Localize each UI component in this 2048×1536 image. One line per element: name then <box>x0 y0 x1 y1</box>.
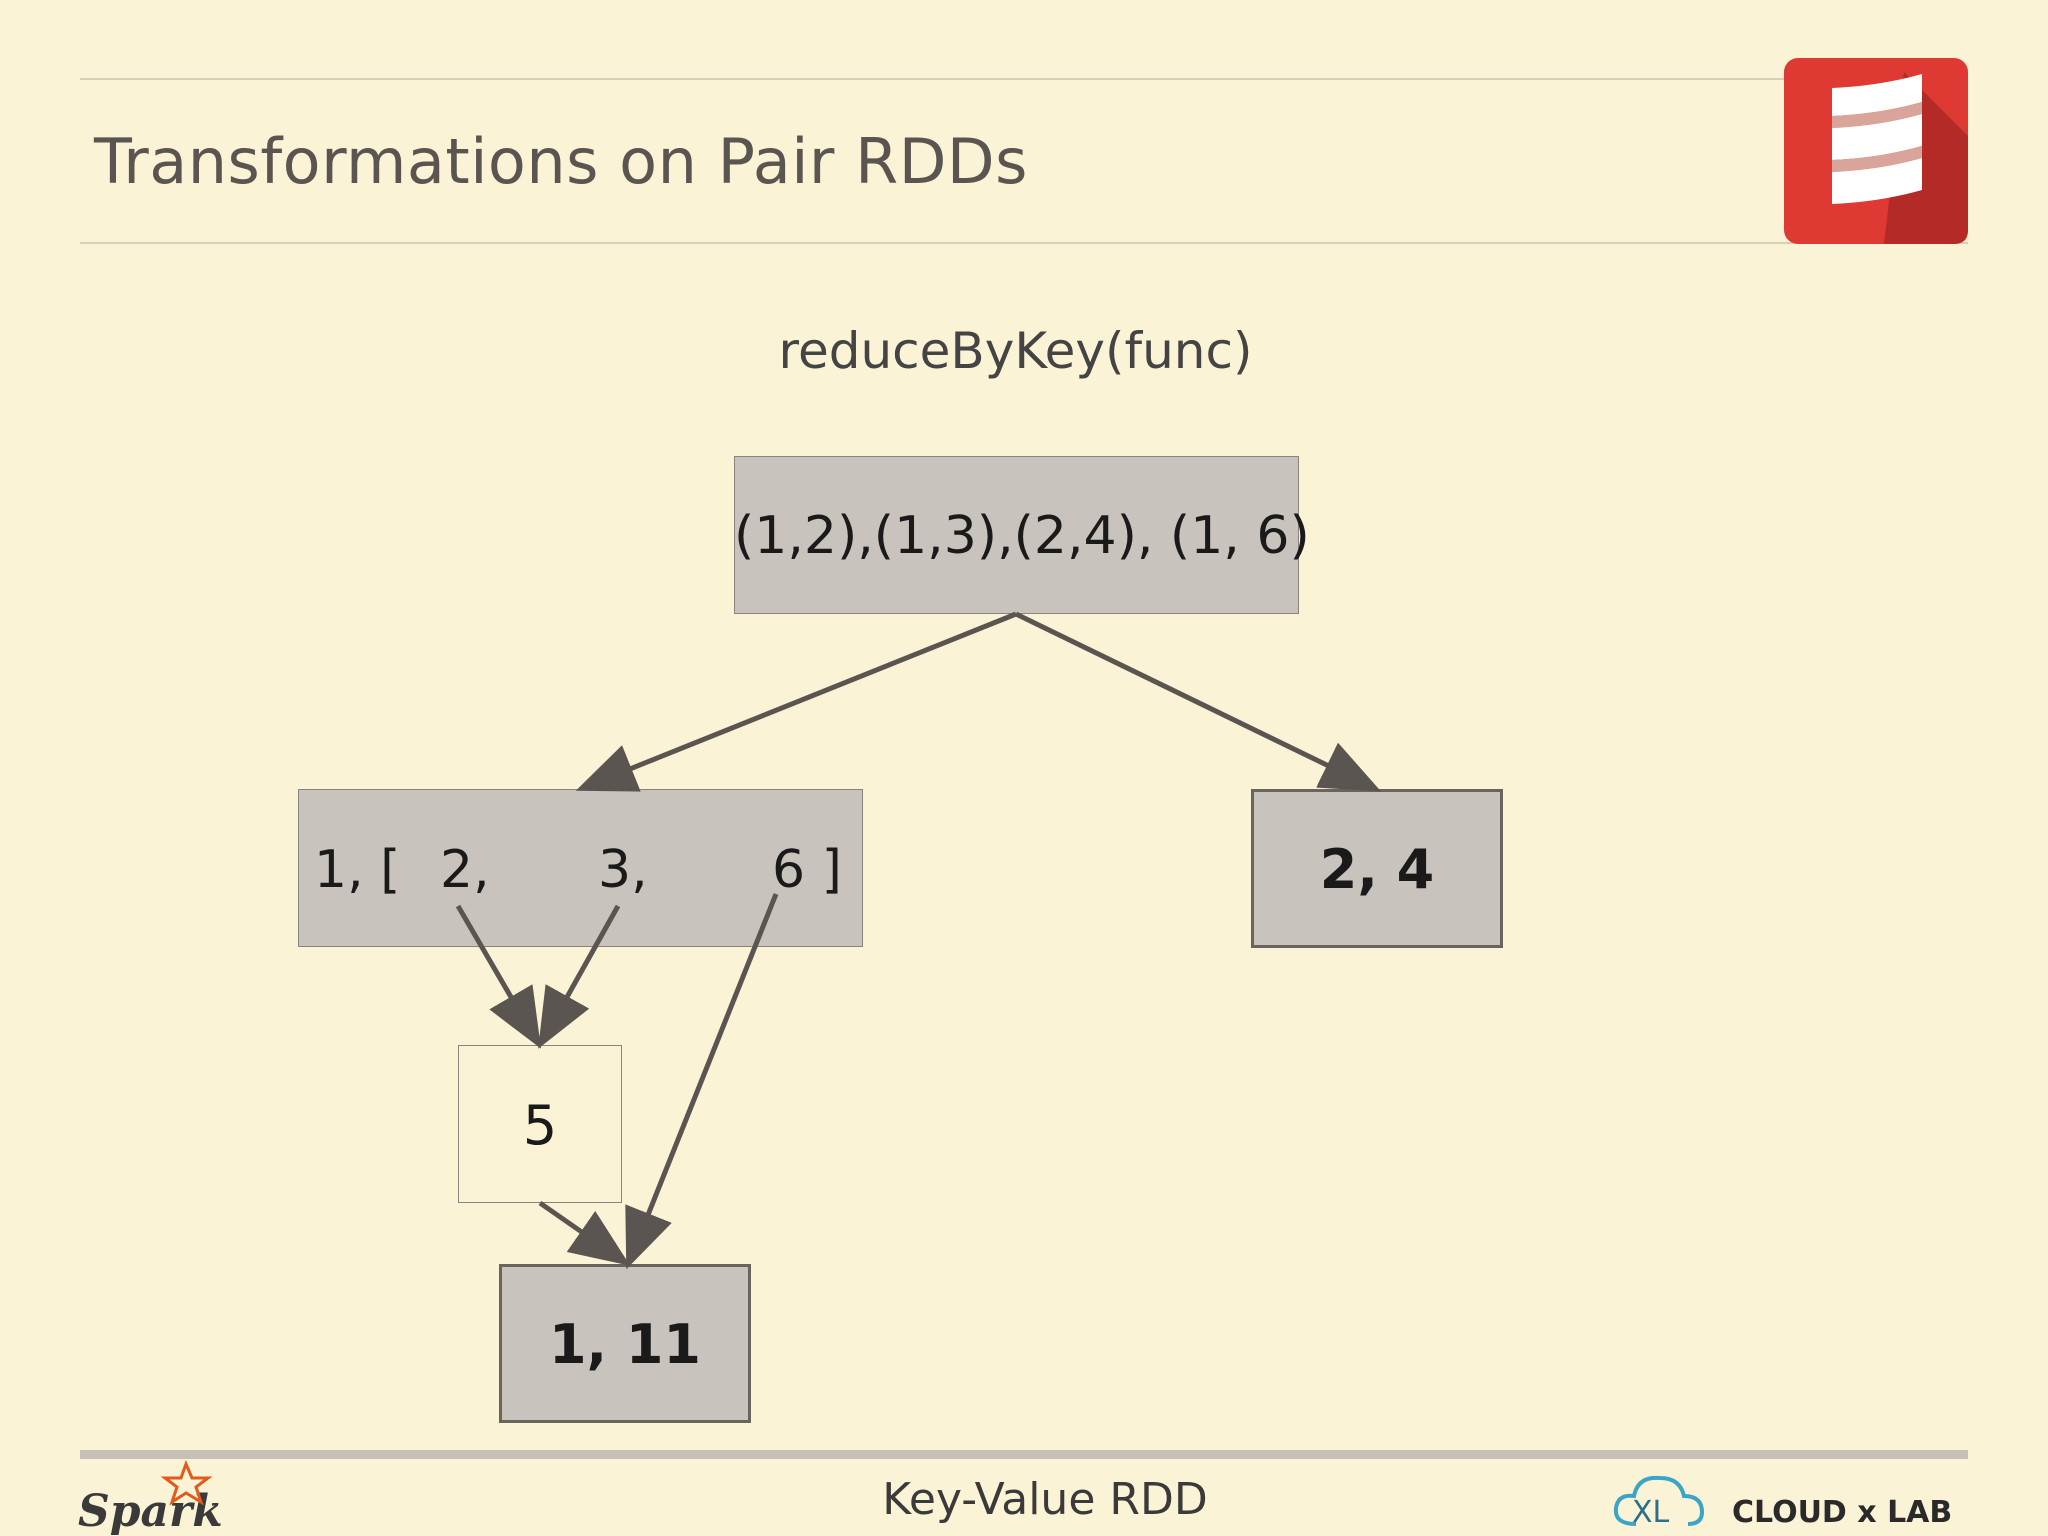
input-pairs-label: (1,2),(1,3),(2,4), (1, 6) <box>734 506 1310 566</box>
arrow-partial-to-result <box>538 1200 631 1266</box>
group-value-6: 6 ] <box>772 840 842 900</box>
grouped-values-box <box>298 789 863 947</box>
slide-title: Transformations on Pair RDDs <box>94 125 1028 198</box>
diagram-subtitle: reduceByKey(func) <box>778 322 1253 380</box>
arrow-value-6-to-result <box>625 893 779 1270</box>
spark-logo-icon: Spark <box>78 1460 223 1536</box>
group-key-label: 1, [ <box>314 840 401 900</box>
result-key-2-label: 2, 4 <box>1319 838 1435 901</box>
arrow-input-to-group <box>575 611 1017 792</box>
partial-sum-label: 5 <box>522 1094 558 1157</box>
scala-logo-icon <box>1784 58 1968 244</box>
arrow-input-to-key-2 <box>1014 611 1381 792</box>
header-bottom-rule <box>80 242 1968 244</box>
footer-text: Key-Value RDD <box>882 1474 1208 1525</box>
arrow-value-3-to-partial <box>538 904 621 1049</box>
svg-text:CLOUD x LAB: CLOUD x LAB <box>1732 1495 1952 1530</box>
arrow-value-2-to-partial <box>455 904 542 1049</box>
header-top-rule <box>80 78 1968 80</box>
input-pairs-box <box>734 456 1299 614</box>
svg-text:XL: XL <box>1632 1495 1670 1530</box>
group-value-3: 3, <box>598 840 648 900</box>
cloudxlab-logo-icon: XL CLOUD x LAB <box>1613 1475 1952 1530</box>
group-value-2: 2, <box>440 840 490 900</box>
footer-bar <box>80 1450 1968 1459</box>
result-key-1-label: 1, 11 <box>548 1313 702 1376</box>
partial-sum-box <box>458 1045 622 1203</box>
